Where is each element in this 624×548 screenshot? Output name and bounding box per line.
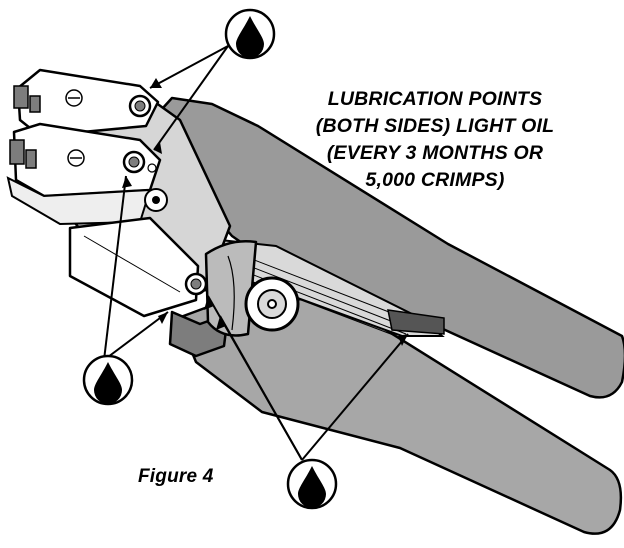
- lower-jaw-plate: [68, 216, 200, 318]
- upper-handle: [150, 96, 624, 399]
- upper-die-tab-a: [13, 85, 29, 109]
- ratchet-pawl: [387, 309, 445, 335]
- note-line: (EVERY 3 MONTHS OR: [326, 142, 544, 164]
- lower-handle: [176, 296, 623, 535]
- oil-drop-icon: [224, 8, 276, 60]
- handle-pivot-center: [267, 299, 277, 309]
- oil-drop-icon: [286, 458, 338, 510]
- figure-label: Figure 4: [138, 466, 214, 487]
- ratchet-gear-hub: [152, 196, 160, 204]
- lower-link-pin-core: [190, 278, 202, 290]
- lower-handle-groove: [261, 411, 401, 449]
- lower-die-tab-b: [25, 149, 37, 169]
- brand-mark-icon: [147, 163, 157, 173]
- lubrication-note: LUBRICATION POINTS (BOTH SIDES) LIGHT OI…: [300, 86, 570, 194]
- note-line: (BOTH SIDES) LIGHT OIL: [315, 115, 555, 137]
- upper-die-tab-b: [29, 95, 41, 113]
- die-screws: [65, 89, 85, 167]
- upper-die: [16, 68, 160, 138]
- leader-arrows: [103, 45, 409, 461]
- cam-link: [204, 240, 258, 337]
- cam-link-edge: [227, 255, 235, 331]
- upper-pivot-pin-core: [134, 100, 146, 112]
- lower-die-tab-a: [9, 139, 25, 165]
- center-pivot-pin-core: [128, 156, 140, 168]
- note-line: LUBRICATION POINTS: [327, 88, 543, 110]
- lower-die: [12, 122, 162, 198]
- note-line: 5,000 CRIMPS): [365, 169, 505, 191]
- lower-jaw-seam: [83, 235, 181, 293]
- leader-arrowheads: [122, 78, 408, 346]
- oil-drop-icon: [82, 354, 134, 406]
